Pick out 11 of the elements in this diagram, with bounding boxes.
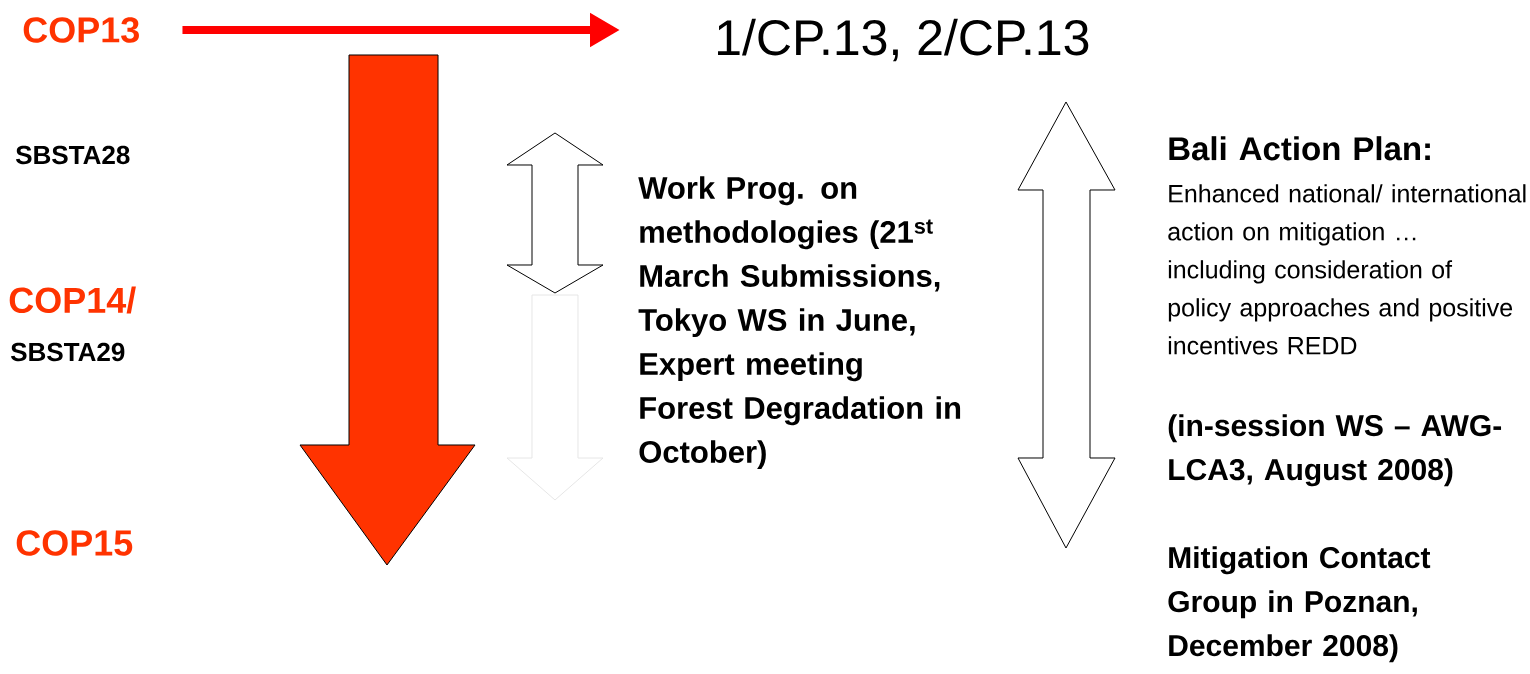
plan-text: Enhanced national/ international action on mitigation … including consideration of policy approaches and positive incentives REDD (1168, 184, 1526, 355)
session-label: SBSTA28 (15, 145, 130, 165)
workshop-note: (in-session WS – AWG-LCA3, August 2008) (1168, 414, 1502, 487)
plan-heading: Bali Action Plan: (1169, 136, 1430, 161)
stage-label: COP13 (23, 17, 139, 43)
decision-label: 1/CP.13, 2/CP.13 (718, 18, 1089, 62)
work-programme-text: Work Prog. on methodologies (21$^{st}$ March Submissions, Tokyo WS in June, Expert meeting Forest Degradation in October) (638, 176, 961, 470)
stage-label: COP14/ (9, 286, 136, 314)
session-label: SBSTA29 (10, 342, 125, 362)
contact-group-note: Mitigation Contact Group in Poznan, December 2008) (1168, 546, 1431, 663)
stage-label: COP15 (16, 530, 133, 556)
